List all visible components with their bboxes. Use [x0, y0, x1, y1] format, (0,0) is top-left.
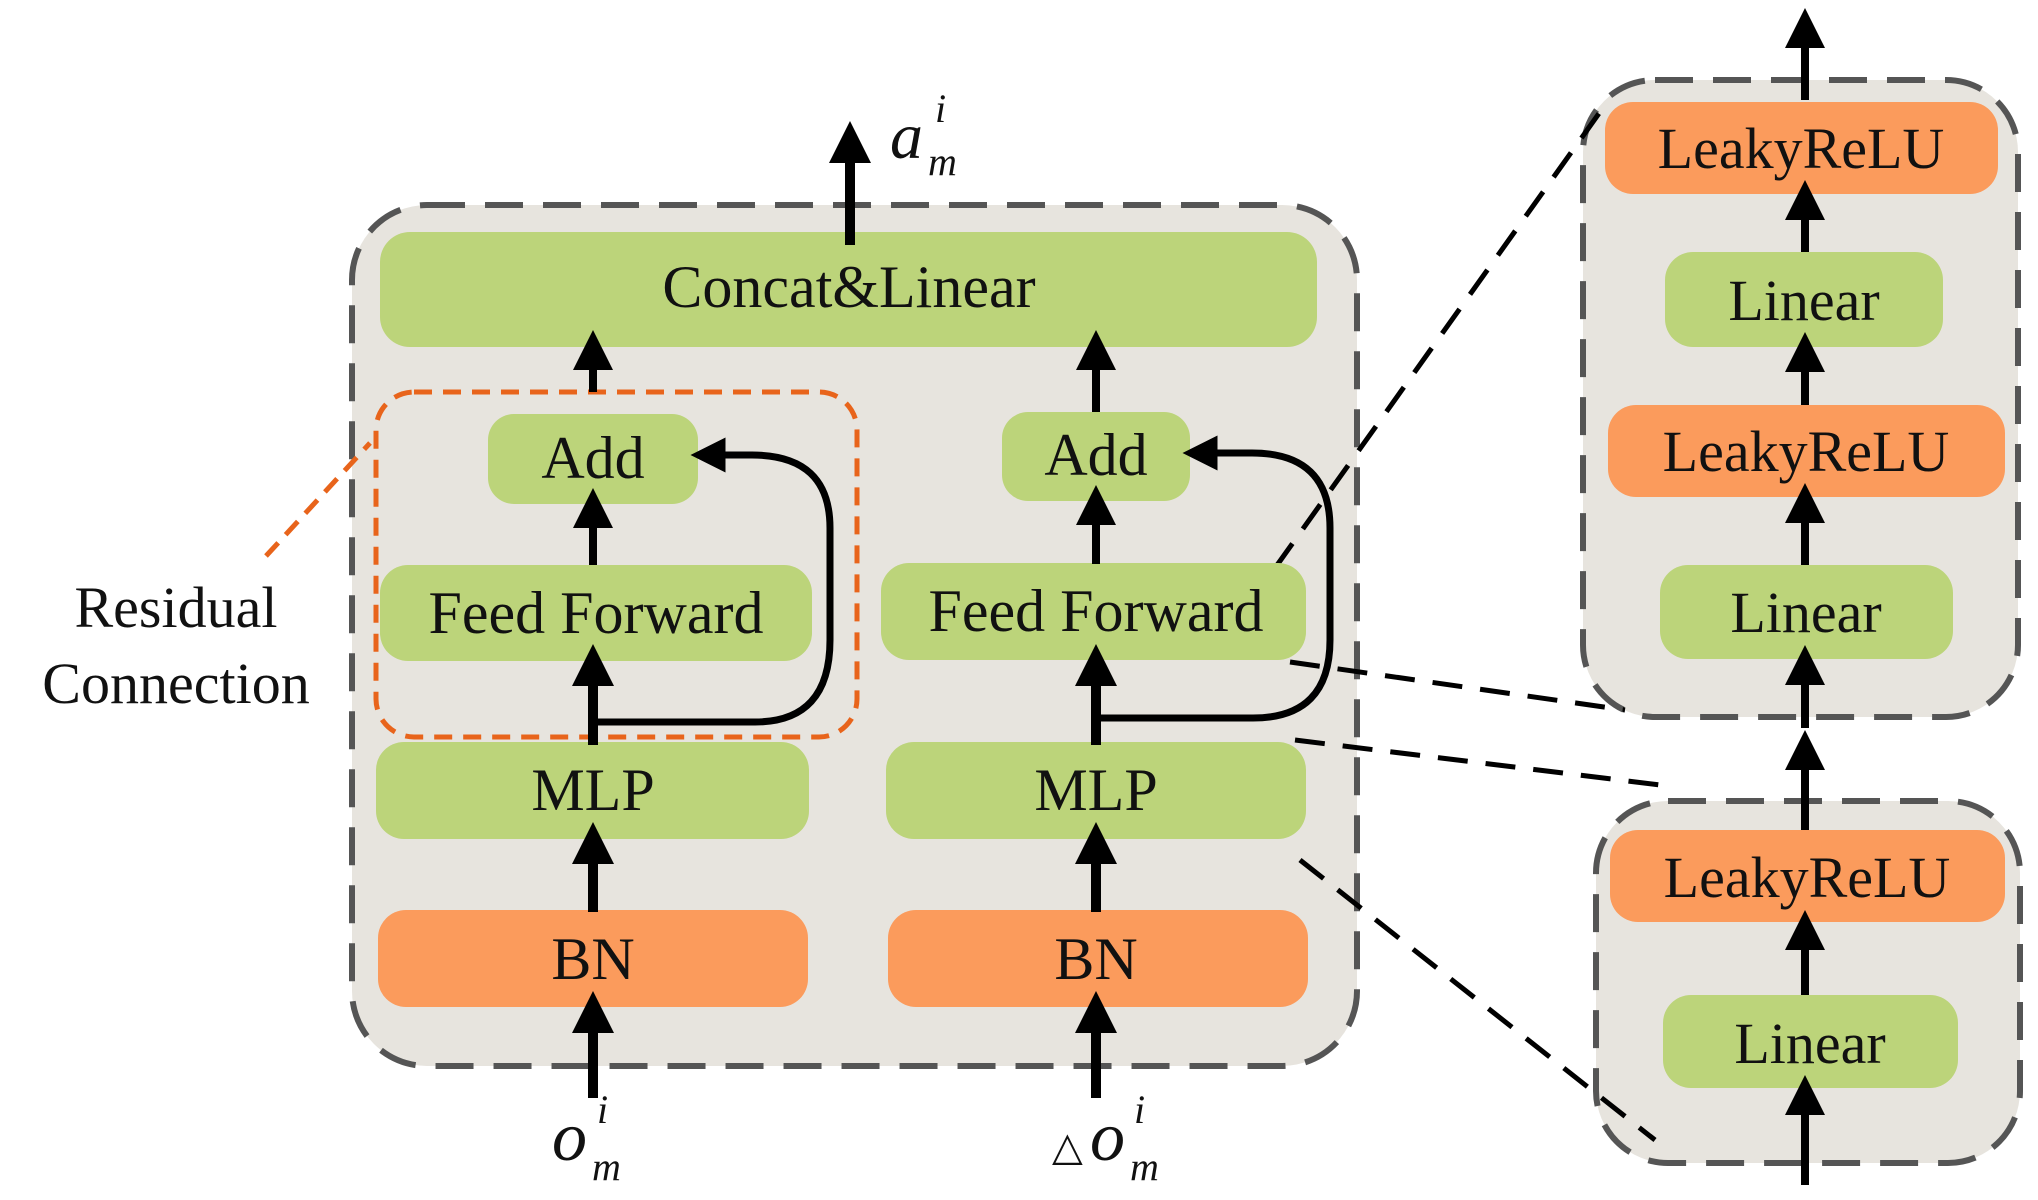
mlp-detail-linear-box [1663, 995, 1958, 1088]
svg-text:i: i [1134, 1087, 1145, 1132]
ff-detail-linear-bottom-box [1660, 565, 1953, 659]
right-bn-box [888, 910, 1308, 1007]
concat-linear-label: Concat&Linear [662, 254, 1035, 320]
left-add-box [488, 414, 698, 504]
svg-text:m: m [1130, 1144, 1159, 1189]
ff-detail-linear-bottom-label: Linear [1730, 580, 1881, 645]
left-mlp-box [376, 742, 809, 839]
left-ff-label: Feed Forward [429, 580, 764, 646]
right-ff-box [881, 563, 1306, 660]
ff-detail-linear-top-box [1665, 252, 1943, 347]
left-bn-box [378, 910, 808, 1007]
svg-text:o: o [1090, 1099, 1125, 1176]
svg-text:i: i [935, 86, 946, 131]
ff-detail-leaky-mid-box [1608, 405, 2005, 497]
right-add-box [1002, 412, 1190, 501]
svg-text:i: i [597, 1087, 608, 1132]
right-input-symbol: △ o i m [1052, 1087, 1159, 1189]
left-ff-box [380, 565, 812, 661]
right-mlp-box [886, 742, 1306, 839]
left-mlp-label: MLP [531, 757, 654, 823]
ff-detail-leaky-top-label: LeakyReLU [1658, 116, 1945, 181]
svg-text:a: a [890, 100, 923, 173]
mlp-detail-linear-label: Linear [1734, 1011, 1885, 1076]
ff-detail-panel [1580, 77, 2021, 720]
right-ff-label: Feed Forward [929, 578, 1264, 644]
right-mlp-label: MLP [1034, 757, 1157, 823]
right-bn-label: BN [1054, 926, 1137, 992]
svg-text:o: o [552, 1099, 587, 1176]
left-input-symbol: o i m [552, 1087, 621, 1189]
zoom-lines [1272, 110, 1661, 1142]
svg-text:m: m [592, 1144, 621, 1189]
left-bn-label: BN [551, 926, 634, 992]
mlp-detail-leaky-box [1610, 830, 2005, 922]
output-symbol: a i m [890, 86, 957, 184]
residual-pointer [264, 441, 372, 558]
residual-highlight-box [373, 389, 860, 740]
left-add-label: Add [541, 425, 644, 491]
concat-linear-box [380, 232, 1317, 347]
ff-detail-linear-top-label: Linear [1728, 268, 1879, 333]
main-arrows [572, 121, 1334, 1098]
right-add-label: Add [1044, 422, 1147, 488]
residual-label-line2: Connection [42, 651, 309, 716]
ff-detail-leaky-top-box [1605, 102, 1998, 194]
svg-text:△: △ [1052, 1124, 1083, 1169]
mlp-detail-leaky-label: LeakyReLU [1664, 845, 1951, 910]
ff-detail-leaky-mid-label: LeakyReLU [1663, 419, 1950, 484]
residual-label-line1: Residual [75, 575, 278, 640]
svg-text:m: m [928, 139, 957, 184]
